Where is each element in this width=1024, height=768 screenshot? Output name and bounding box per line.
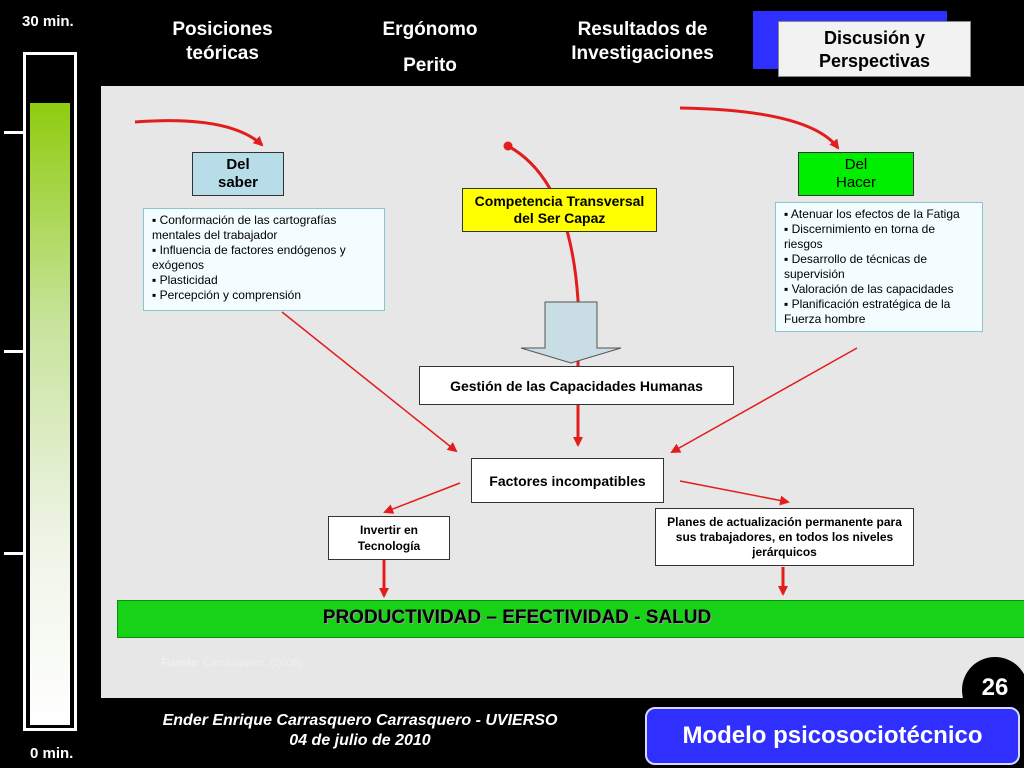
arrow-saber-to-factores bbox=[281, 311, 458, 453]
list-item: ▪ Planificación estratégica de la Fuerza… bbox=[784, 297, 951, 326]
nav-label: Ergónomo bbox=[382, 19, 478, 40]
list-item: ▪ Influencia de factores endógenos y exó… bbox=[152, 243, 346, 272]
nav-label: Resultados de Investigaciones bbox=[571, 19, 714, 64]
author-date: 04 de julio de 2010 bbox=[289, 732, 431, 749]
productividad-label: PRODUCTIVIDAD – EFECTIVIDAD - SALUD bbox=[322, 607, 712, 628]
planes-box: Planes de actualización permanente para … bbox=[655, 508, 914, 566]
hacer-list: ▪ Atenuar los efectos de la Fatiga ▪ Dis… bbox=[775, 202, 983, 332]
nav-label: Posiciones teóricas bbox=[172, 19, 273, 64]
author-info: Ender Enrique Carrasquero Carrasquero - … bbox=[140, 711, 580, 751]
gestion-box: Gestión de las Capacidades Humanas bbox=[419, 366, 734, 405]
nav-posiciones-teoricas[interactable]: Posiciones teóricas bbox=[165, 18, 280, 66]
timer-top-label: 30 min. bbox=[22, 13, 74, 30]
factores-label: Factores incompatibles bbox=[489, 472, 646, 489]
timer-tick bbox=[4, 350, 24, 353]
list-item: ▪ Conformación de las cartografías menta… bbox=[152, 213, 337, 242]
arrow-hacer-to-factores bbox=[670, 347, 858, 453]
arrow-to-saber bbox=[134, 119, 264, 147]
author-name: Ender Enrique Carrasquero Carrasquero - … bbox=[162, 712, 558, 729]
arrow-factores-to-invertir bbox=[383, 482, 461, 514]
saber-box: Del saber bbox=[192, 152, 284, 196]
factores-box: Factores incompatibles bbox=[471, 458, 664, 503]
nav-label: Discusión y Perspectivas bbox=[818, 28, 931, 71]
list-item: ▪ Desarrollo de técnicas de supervisión bbox=[784, 252, 927, 281]
model-title: Modelo psicosociotécnico bbox=[682, 722, 983, 749]
timer-progress-fill bbox=[30, 103, 70, 725]
nav-resultados[interactable]: Resultados de Investigaciones bbox=[560, 18, 725, 66]
nav-label: Perito bbox=[403, 55, 457, 76]
fuente-note: Fuente: Carrasquero, (2008) bbox=[161, 657, 302, 669]
arrow-to-hacer bbox=[679, 106, 840, 150]
arrow-factores-to-planes bbox=[679, 480, 790, 506]
saber-list: ▪ Conformación de las cartografías menta… bbox=[143, 208, 385, 311]
gestion-label: Gestión de las Capacidades Humanas bbox=[450, 377, 703, 394]
list-item: ▪ Valoración de las capacidades bbox=[784, 282, 954, 296]
fuente-value: : Carrasquero, (2008) bbox=[197, 657, 303, 669]
productividad-bar bbox=[117, 600, 1024, 638]
nav-ergonomo-perito[interactable]: Ergónomo Perito bbox=[370, 18, 490, 78]
hacer-box: Del Hacer bbox=[798, 152, 914, 196]
timer-frame bbox=[23, 52, 77, 731]
invertir-label: Invertir en Tecnología bbox=[357, 523, 421, 553]
timer-bottom-label: 0 min. bbox=[30, 745, 74, 762]
timer-tick bbox=[4, 131, 24, 134]
model-title-box: Modelo psicosociotécnico bbox=[645, 707, 1020, 765]
big-down-arrow bbox=[520, 301, 622, 364]
list-item: ▪ Percepción y comprensión bbox=[152, 288, 301, 302]
invertir-box: Invertir en Tecnología bbox=[328, 516, 450, 560]
list-item: ▪ Discernimiento en torna de riesgos bbox=[784, 222, 935, 251]
page-number-label: 26 bbox=[981, 674, 1009, 701]
list-item: ▪ Plasticidad bbox=[152, 273, 218, 287]
competencia-label: Competencia Transversal del Ser Capaz bbox=[474, 193, 645, 226]
hacer-label: Del Hacer bbox=[835, 156, 876, 191]
planes-label: Planes de actualización permanente para … bbox=[667, 514, 902, 559]
saber-label: Del saber bbox=[217, 156, 259, 191]
fuente-label: Fuente bbox=[161, 657, 198, 669]
competencia-box: Competencia Transversal del Ser Capaz bbox=[462, 188, 657, 232]
timer-tick bbox=[4, 552, 24, 555]
nav-discusion-perspectivas[interactable]: Discusión y Perspectivas bbox=[778, 21, 971, 77]
list-item: ▪ Atenuar los efectos de la Fatiga bbox=[784, 207, 960, 221]
